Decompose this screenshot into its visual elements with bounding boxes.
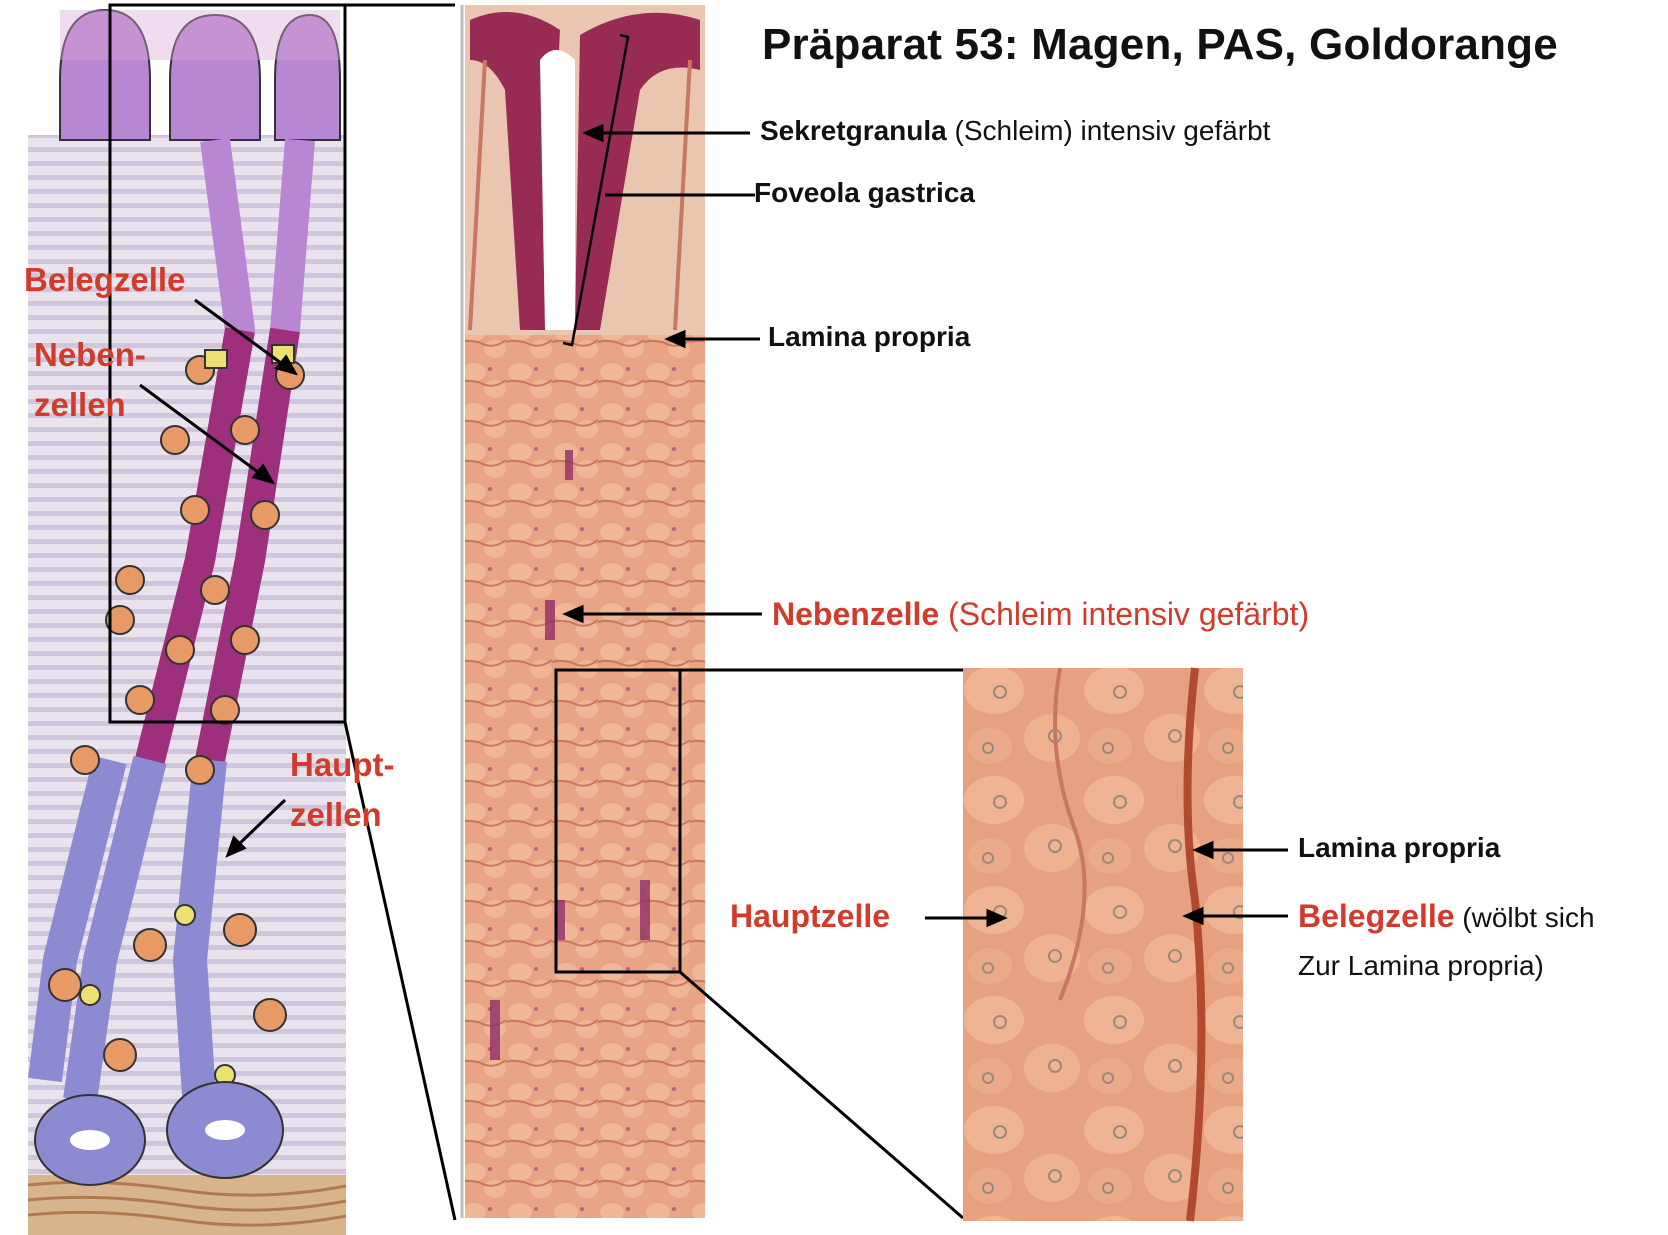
schematic-label-haupt-2: zellen [290, 796, 382, 833]
gland-schematic [27, 5, 347, 1235]
label-foveola-text: Foveola gastrica [754, 177, 975, 208]
schematic-label-neben-2: zellen [34, 386, 126, 423]
figure-title: Präparat 53: Magen, PAS, Goldorange [762, 20, 1558, 69]
label-lamina-propria-bottom-text: Lamina propria [1298, 832, 1501, 863]
label-sekretgranula-rest: (Schleim) intensiv gefärbt [946, 115, 1271, 146]
zoom-box-schematic [108, 3, 347, 724]
label-lamina-propria-bottom: Lamina propria [1298, 832, 1500, 864]
label-foveola: Foveola gastrica [754, 177, 975, 209]
label-lamina-propria-top: Lamina propria [768, 321, 970, 353]
annotation-arrows [139, 123, 1288, 928]
micrograph-detail [963, 667, 1243, 1222]
zoom-box-detail [554, 668, 682, 974]
label-nebenzelle-bold: Nebenzelle [772, 596, 940, 632]
label-sekretgranula: Sekretgranula (Schleim) intensiv gefärbt [760, 115, 1270, 147]
schematic-label-belegzelle: Belegzelle [24, 261, 186, 298]
label-sekretgranula-bold: Sekretgranula [760, 115, 947, 146]
label-hauptzelle: Hauptzelle [730, 898, 890, 935]
micrograph-overview [460, 5, 705, 1218]
foveola-brace [562, 33, 630, 347]
schematic-label-neben-1: Neben- [34, 336, 146, 373]
label-hauptzelle-text: Hauptzelle [730, 898, 891, 934]
connector-line-detail-bottom [679, 970, 964, 1220]
label-belegzelle-bold: Belegzelle [1298, 898, 1455, 934]
label-nebenzelle: Nebenzelle (Schleim intensiv gefärbt) [772, 596, 1309, 633]
connector-line-bottom [343, 721, 457, 1221]
label-belegzelle-rest: (wölbt sich [1454, 902, 1595, 933]
label-lamina-propria-top-text: Lamina propria [768, 321, 971, 352]
label-nebenzelle-rest: (Schleim intensiv gefärbt) [939, 596, 1310, 632]
label-belegzelle: Belegzelle (wölbt sich [1298, 898, 1595, 935]
label-belegzelle-line2: Zur Lamina propria) [1298, 950, 1544, 981]
schematic-label-haupt-1: Haupt- [290, 746, 395, 783]
